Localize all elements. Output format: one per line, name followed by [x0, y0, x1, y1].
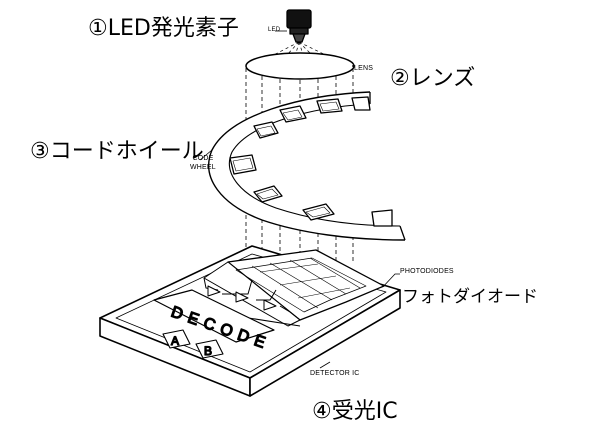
amplifier-icon-1 [207, 285, 221, 297]
lens-label: ②レンズ [390, 66, 476, 91]
code-wheel [208, 91, 406, 241]
code-wheel-small-label: CODE WHEEL [190, 154, 216, 172]
pin-b-label: B [204, 344, 212, 358]
led-emitter-label: ①LED発光素子 [88, 16, 239, 41]
receiver-ic-label: ④受光IC [312, 399, 398, 424]
leader-lines [199, 149, 400, 369]
pin-a [162, 329, 191, 349]
code-wheel-label: ③コードホイール [30, 139, 204, 164]
amplifier-icon-2 [235, 291, 249, 303]
wheel-slots [229, 96, 393, 227]
photodiodes-small-label: PHOTODIODES [400, 268, 454, 275]
code-small-text: CODE [192, 155, 214, 162]
output-pins: A B [162, 329, 224, 359]
lens-icon [245, 52, 355, 80]
led-emitter-icon [275, 9, 312, 43]
wheel-small-text: WHEEL [190, 164, 216, 171]
photodiode-label: フォトダイオード [402, 287, 538, 307]
detector-ic-small-label: DETECTOR IC [310, 370, 360, 377]
pin-b [195, 339, 224, 359]
lens-small-label: LENS [354, 65, 374, 72]
led-small-label: LED [268, 27, 281, 33]
amplifier-icon-3 [263, 299, 277, 311]
pin-a-label: A [171, 334, 179, 348]
